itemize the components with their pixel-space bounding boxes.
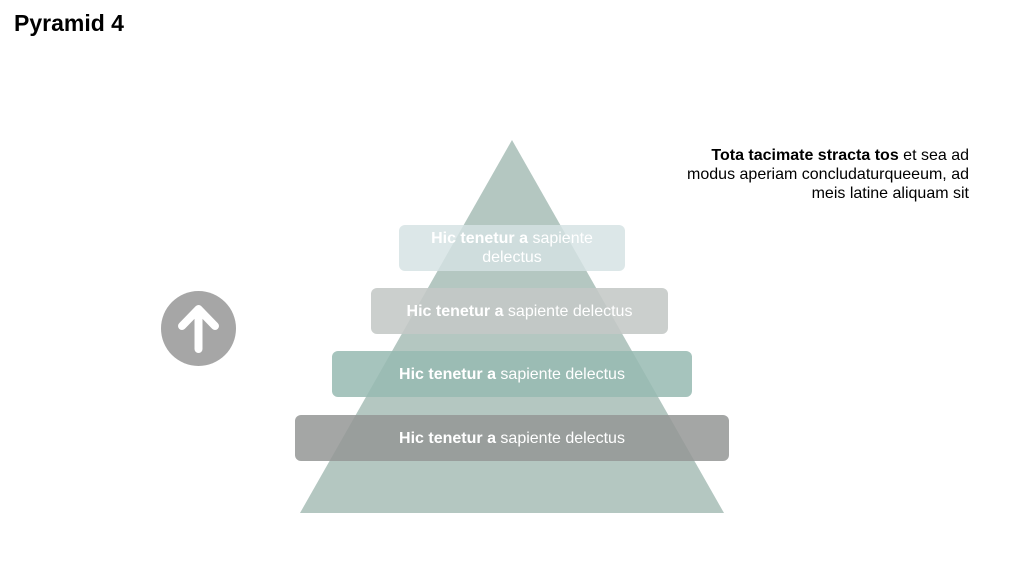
side-note: Tota tacimate stracta tos et sea ad modu… <box>659 146 969 203</box>
pyramid-level-4: Hic tenetur a sapiente delectus <box>295 415 729 461</box>
level-2-text: sapiente delectus <box>507 302 633 320</box>
level-4-text: sapiente delectus <box>500 429 625 447</box>
arrow-up-icon <box>161 291 236 366</box>
level-3-text: sapiente delectus <box>500 365 625 383</box>
slide-title: Pyramid 4 <box>14 10 124 36</box>
level-4-label: Hic tenetur a sapiente delectus <box>399 429 625 448</box>
level-1-bold: Hic tenetur a <box>431 230 528 247</box>
side-note-text: et sea ad modus aperiam concludaturqueeu… <box>687 147 969 202</box>
level-1-label: Hic tenetur a sapiente delectus <box>421 229 603 267</box>
level-3-bold: Hic tenetur a <box>399 365 496 383</box>
pyramid-level-2: Hic tenetur a sapiente delectus <box>371 288 668 334</box>
side-note-bold: Tota tacimate stracta tos <box>711 147 899 164</box>
level-4-bold: Hic tenetur a <box>399 429 496 447</box>
level-1-text: sapiente delectus <box>482 230 593 266</box>
pyramid-level-1: Hic tenetur a sapiente delectus <box>399 225 625 271</box>
level-3-label: Hic tenetur a sapiente delectus <box>399 365 625 384</box>
level-2-label: Hic tenetur a sapiente delectus <box>407 302 633 321</box>
level-2-bold: Hic tenetur a <box>406 302 504 320</box>
pyramid-level-3: Hic tenetur a sapiente delectus <box>332 351 692 397</box>
